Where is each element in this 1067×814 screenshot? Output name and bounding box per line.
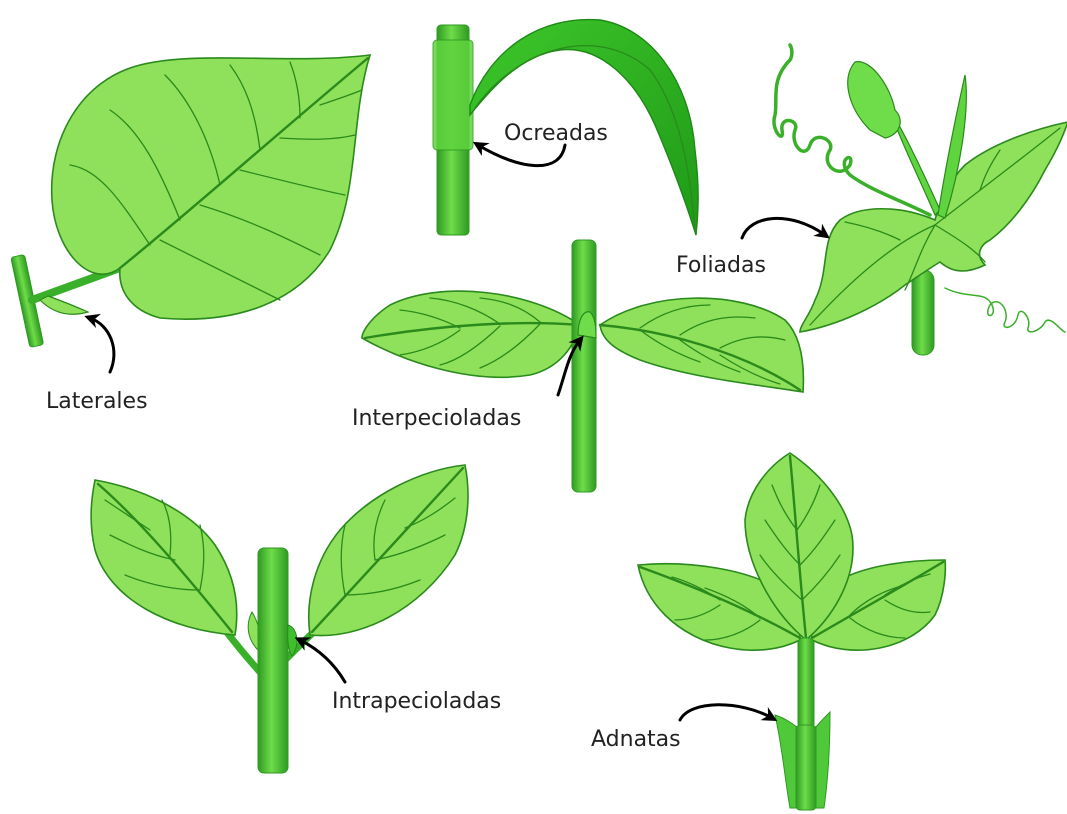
- laterales-stipule: [40, 296, 88, 314]
- foliadas-tendril-right: [945, 288, 1065, 332]
- label-laterales: Laterales: [46, 389, 148, 414]
- adnatas-arrow: [680, 705, 772, 720]
- interpecioladas-stem: [572, 240, 596, 492]
- foliadas-bud: [848, 62, 900, 138]
- label-adnatas: Adnatas: [591, 727, 681, 752]
- adnatas-group: Adnatas: [591, 453, 945, 810]
- foliadas-arrow: [742, 218, 825, 238]
- foliadas-stem-bottom: [912, 270, 934, 355]
- adnatas-petiole: [798, 638, 814, 728]
- laterales-arrow: [90, 318, 114, 372]
- label-intrapecioladas: Intrapecioladas: [332, 689, 501, 714]
- ocreadas-group: Ocreadas: [433, 20, 698, 235]
- label-ocreadas: Ocreadas: [504, 121, 608, 146]
- ocreadas-ocrea: [433, 40, 473, 150]
- intrapecioladas-stem: [258, 548, 288, 773]
- label-interpecioladas: Interpecioladas: [352, 406, 521, 431]
- adnatas-stem: [796, 725, 816, 810]
- ocreadas-arrow: [478, 145, 565, 166]
- laterales-group: Laterales: [11, 55, 370, 414]
- intrapecioladas-arrow: [300, 640, 345, 682]
- intrapecioladas-group: Intrapecioladas: [91, 465, 501, 773]
- label-foliadas: Foliadas: [676, 253, 766, 278]
